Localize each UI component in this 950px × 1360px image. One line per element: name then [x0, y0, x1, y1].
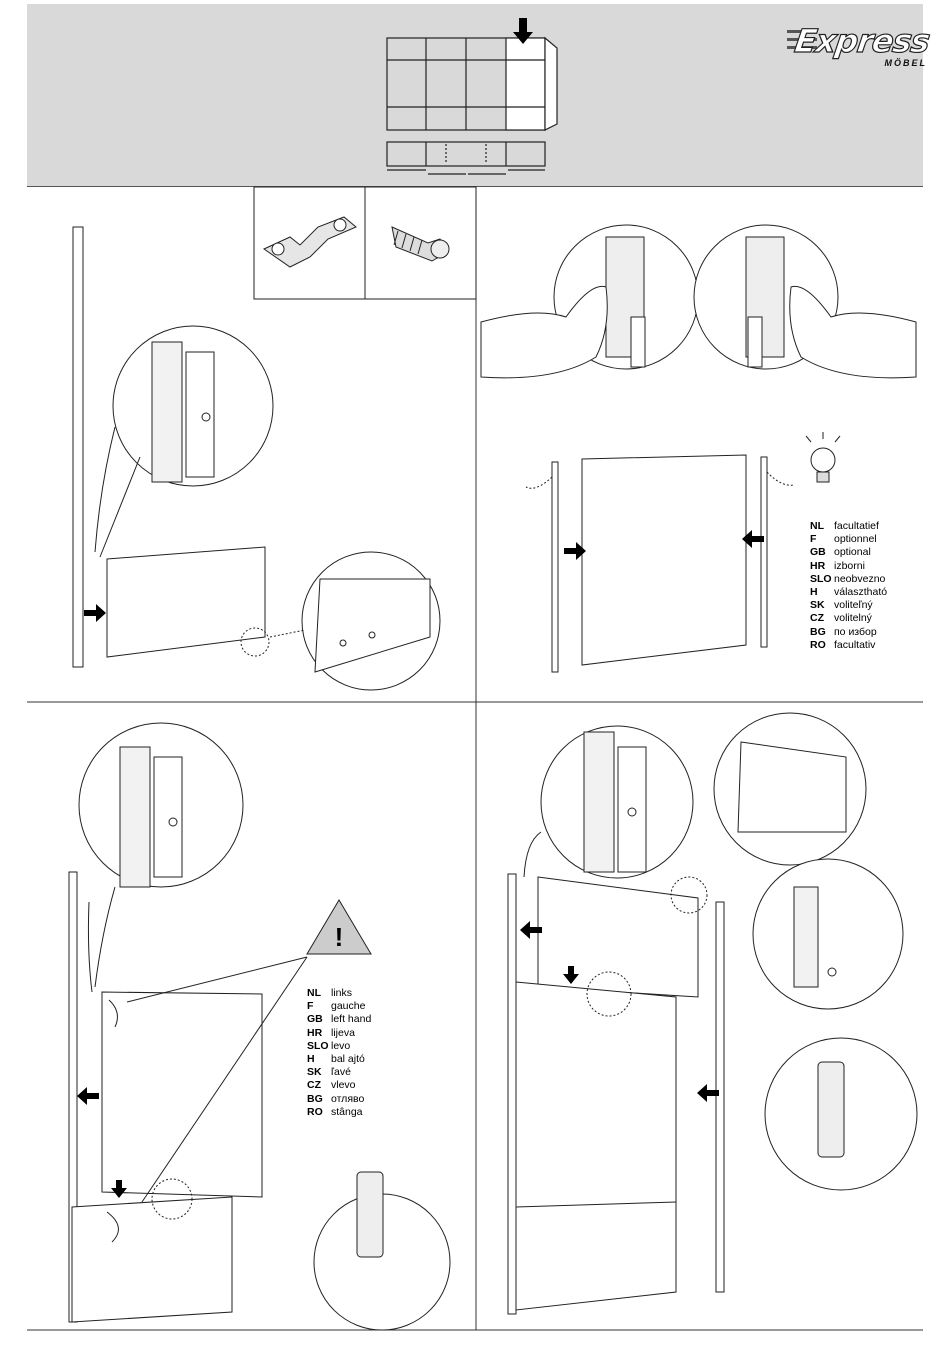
legend-text: bal ajtó	[329, 1053, 365, 1066]
right-hand-icon	[790, 286, 916, 377]
legend-text: left hand	[329, 1013, 371, 1026]
legend-text: optional	[832, 546, 871, 559]
legend-code: H	[810, 586, 832, 599]
legend-code: SK	[307, 1066, 329, 1079]
legend-text: по избор	[832, 626, 877, 639]
legend-text: facultatief	[832, 520, 879, 533]
legend-code: SK	[810, 599, 832, 612]
legend-text: gauche	[329, 1000, 365, 1013]
legend-code: HR	[810, 560, 832, 573]
left-hand-icon	[481, 286, 607, 377]
legend-code: H	[307, 1053, 329, 1066]
legend-code: CZ	[810, 612, 832, 625]
legend-code: HR	[307, 1027, 329, 1040]
legend-code: SLO	[810, 573, 832, 586]
legend-text: vlevo	[329, 1079, 356, 1092]
legend-text: volitelný	[832, 612, 872, 625]
legend-text: levo	[329, 1040, 350, 1053]
legend-text: választható	[832, 586, 887, 599]
legend-code: BG	[810, 626, 832, 639]
exclamation-icon: !	[335, 922, 344, 952]
legend-code: RO	[307, 1106, 329, 1119]
legend-code: GB	[307, 1013, 329, 1026]
legend-text: отляво	[329, 1093, 364, 1106]
legend-code: SLO	[307, 1040, 329, 1053]
right-arrow-icon	[84, 604, 106, 622]
legend-text: stânga	[329, 1106, 363, 1119]
lightbulb-icon	[806, 432, 840, 482]
legend-code: F	[307, 1000, 329, 1013]
legend-text: neobvezno	[832, 573, 885, 586]
legend-text: voliteľný	[832, 599, 873, 612]
legend-text: facultativ	[832, 639, 875, 652]
legend-code: NL	[810, 520, 832, 533]
legend-text: links	[329, 987, 352, 1000]
legend-code: BG	[307, 1093, 329, 1106]
legend-text: optionnel	[832, 533, 877, 546]
legend-text: lijeva	[329, 1027, 355, 1040]
legend-code: F	[810, 533, 832, 546]
legend-code: GB	[810, 546, 832, 559]
legend-code: RO	[810, 639, 832, 652]
legend-code: CZ	[307, 1079, 329, 1092]
legend-code: NL	[307, 987, 329, 1000]
step-3-diagram: !	[27, 702, 476, 1330]
step-4-diagram	[476, 702, 923, 1330]
left-arrow-icon	[77, 1087, 99, 1105]
legend-text: izborni	[832, 560, 865, 573]
step-1-diagram	[0, 187, 476, 702]
legend-text: ľavé	[329, 1066, 351, 1079]
